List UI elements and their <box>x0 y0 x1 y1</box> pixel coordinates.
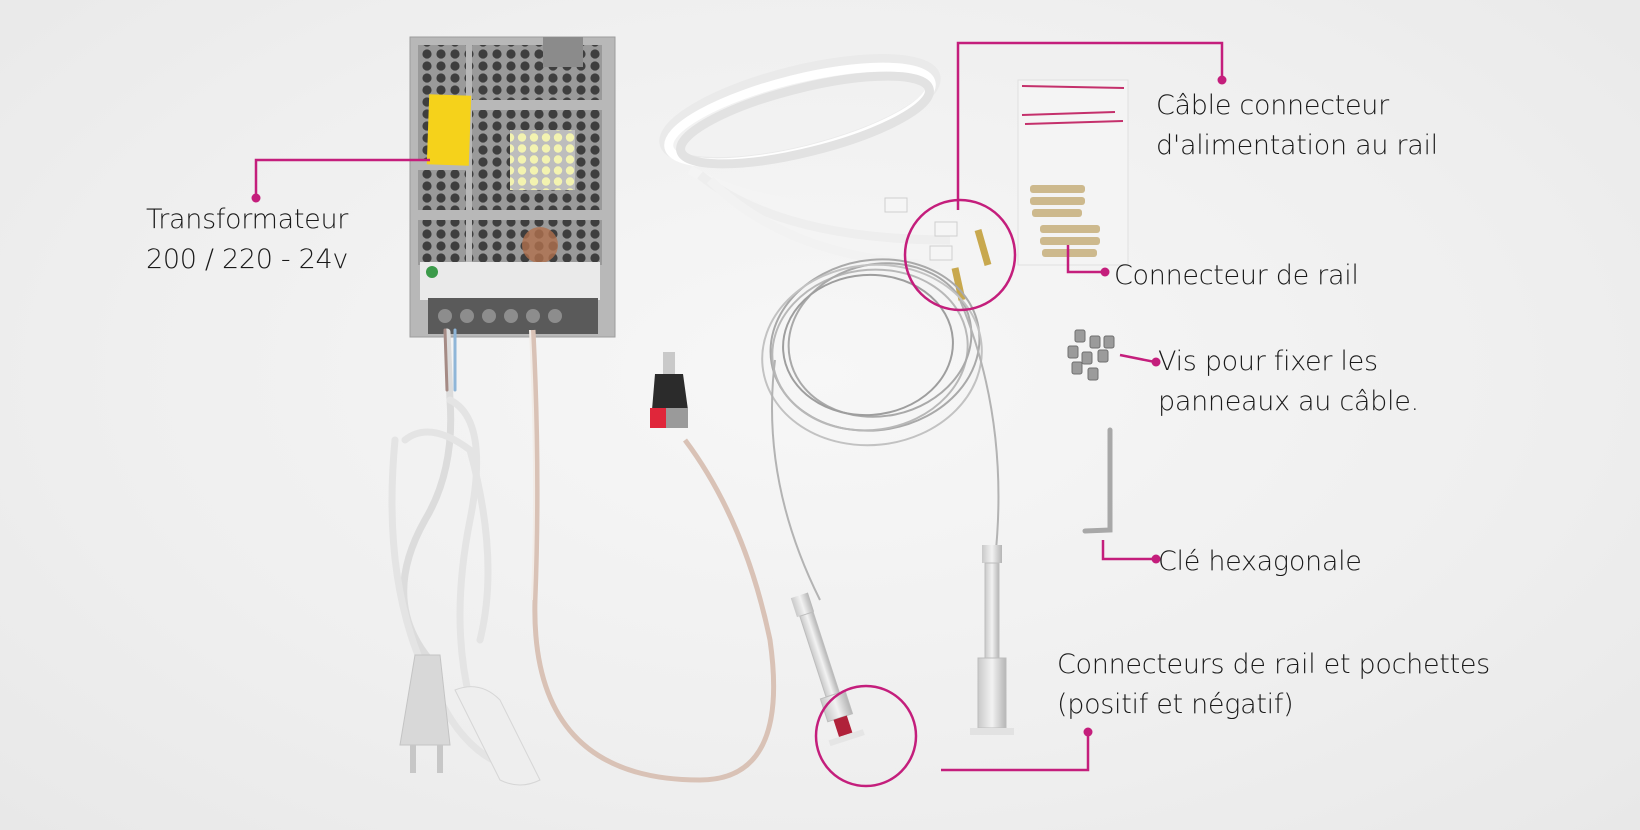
callout-line-pouches <box>941 733 1090 772</box>
callout-line-screws <box>1119 353 1156 364</box>
label-line: panneaux au câble. <box>1158 386 1419 417</box>
label-line: Vis pour fixer les <box>1158 346 1378 377</box>
label-transformer: Transformateur 200 / 220 - 24v <box>146 200 348 280</box>
dc-jack <box>650 352 688 428</box>
label-rail-connectors-pouches: Connecteurs de rail et pochettes (positi… <box>1057 645 1490 725</box>
cable-plugs <box>884 197 992 301</box>
dc-cable <box>529 329 777 783</box>
hex-key <box>1082 427 1113 534</box>
label-line: Câble connecteur <box>1156 90 1389 121</box>
label-line: 200 / 220 - 24v <box>146 244 349 275</box>
label-hex-key: Clé hexagonale <box>1158 542 1362 582</box>
transformer <box>409 36 616 338</box>
label-line: Transformateur <box>146 204 349 235</box>
label-line: (positif et négatif) <box>1057 689 1294 720</box>
steel-cable-coil <box>761 258 1000 601</box>
screws <box>1067 329 1115 381</box>
label-line: d'alimentation au rail <box>1156 130 1438 161</box>
callout-lines <box>254 41 1224 788</box>
euro-plug <box>399 654 541 786</box>
connector-bag <box>1017 79 1129 266</box>
callout-line-hex-key <box>1101 540 1155 561</box>
label-rail-connector: Connecteur de rail <box>1114 256 1359 296</box>
callout-line-power-cable <box>956 41 1224 210</box>
callout-line-transformer <box>254 158 430 197</box>
label-screws: Vis pour fixer les panneaux au câble. <box>1158 342 1419 422</box>
label-line: Clé hexagonale <box>1158 546 1362 577</box>
callout-circle-gripper <box>814 684 918 788</box>
label-line: Connecteur de rail <box>1114 260 1359 291</box>
callout-line-rail-connector <box>1066 245 1105 274</box>
callout-dots <box>251 75 1227 737</box>
label-power-cable: Câble connecteur d'alimentation au rail <box>1156 86 1438 166</box>
label-line: Connecteurs de rail et pochettes <box>1057 649 1490 680</box>
white-cable-coil <box>659 53 951 270</box>
cable-grippers <box>790 545 1014 747</box>
callout-circle-plugs <box>903 198 1017 312</box>
